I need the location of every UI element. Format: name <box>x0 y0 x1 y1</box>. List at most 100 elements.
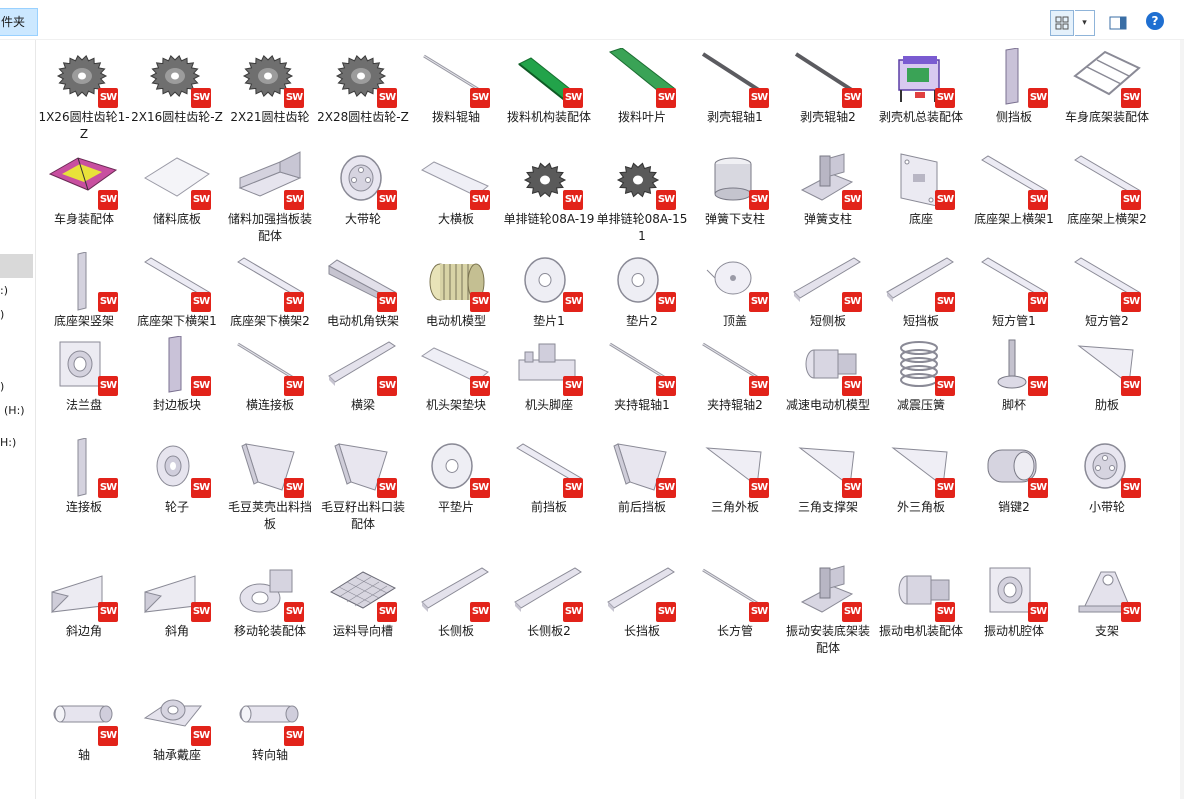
file-thumbnail: SW <box>978 150 1050 210</box>
file-thumbnail: SW <box>792 150 864 210</box>
file-thumbnail: SW <box>885 252 957 312</box>
solidworks-badge-icon: SW <box>470 88 490 108</box>
nav-item-fragment[interactable]: (H:) <box>4 404 25 417</box>
nav-item-fragment[interactable]: H:) <box>0 436 17 449</box>
file-thumbnail: SW <box>327 336 399 396</box>
nav-item-fragment[interactable]: :) <box>0 284 8 297</box>
view-mode-button[interactable] <box>1050 10 1074 36</box>
vertical-scrollbar[interactable] <box>1180 40 1184 799</box>
solidworks-badge-icon: SW <box>470 602 490 622</box>
file-name: 轮子 <box>164 500 189 514</box>
help-button[interactable]: ? <box>1146 12 1164 30</box>
solidworks-badge-icon: SW <box>377 376 397 396</box>
file-thumbnail: SW <box>513 336 585 396</box>
nav-item-fragment[interactable]: ) <box>0 380 5 393</box>
view-dropdown-button[interactable]: ▾ <box>1075 10 1095 36</box>
preview-pane-button[interactable] <box>1106 12 1130 34</box>
solidworks-badge-icon: SW <box>656 88 676 108</box>
new-folder-button[interactable]: 件夹 <box>0 8 38 36</box>
solidworks-badge-icon: SW <box>842 602 862 622</box>
nav-item-fragment[interactable]: ) <box>0 308 5 321</box>
file-name: 三角支撑架 <box>797 500 858 514</box>
file-thumbnail: SW <box>1071 336 1143 396</box>
nav-selected-item[interactable] <box>0 254 33 278</box>
